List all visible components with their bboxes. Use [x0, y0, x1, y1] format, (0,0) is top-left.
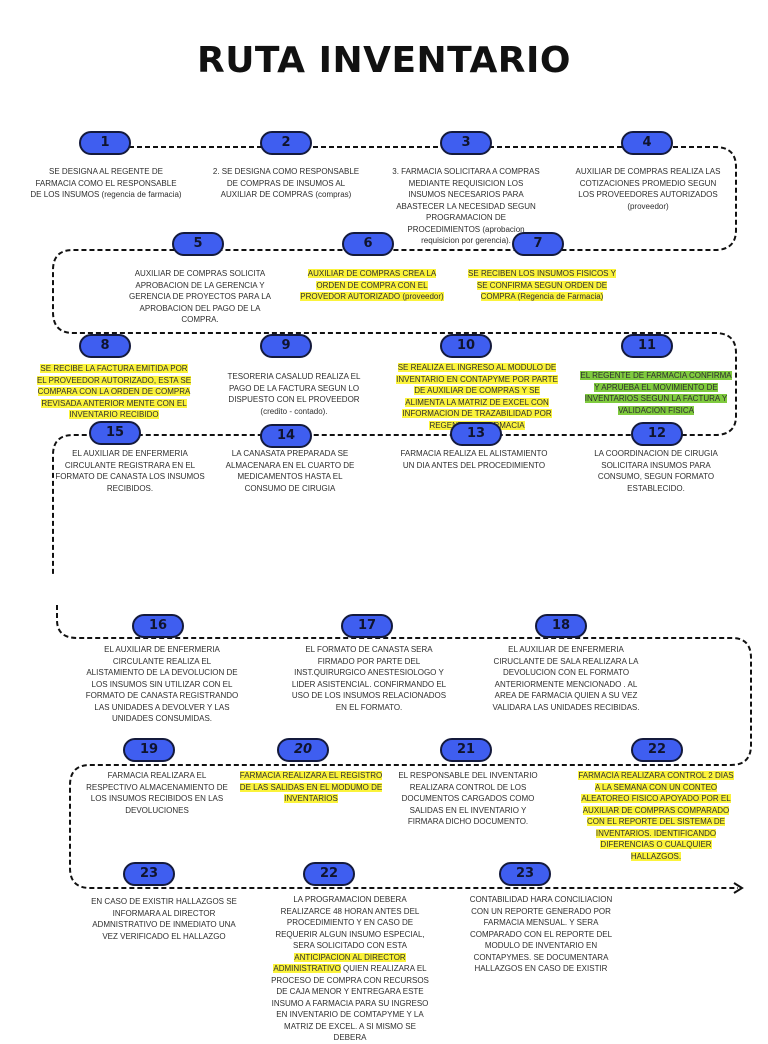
step-1-badge: 1 — [79, 131, 131, 155]
step-9-badge: 9 — [260, 334, 312, 358]
description-text: EN CASO DE EXISTIR HALLAZGOS SE INFORMAR… — [91, 897, 237, 941]
description-text: EL RESPONSABLE DEL INVENTARIO REALIZARA … — [398, 771, 538, 826]
step-18-badge: 18 — [535, 614, 587, 638]
step-23b-description: CONTABILIDAD HARA CONCILIACION CON UN RE… — [460, 894, 622, 975]
description-text: CONTABILIDAD HARA CONCILIACION CON UN RE… — [469, 895, 613, 973]
description-text: FARMACIA REALIZARA EL RESPECTIVO ALMACEN… — [86, 771, 228, 815]
description-text: EL FORMATO DE CANASTA SERA FIRMADO POR P… — [291, 645, 447, 712]
step-7-badge: 7 — [512, 232, 564, 256]
step-5-description: AUXILIAR DE COMPRAS SOLICITA APROBACION … — [122, 268, 278, 326]
description-text: QUIEN REALIZARA EL PROCESO DE COMPRA CON… — [271, 964, 429, 1042]
step-14-description: LA CANASATA PREPARADA SE ALMACENARA EN E… — [222, 448, 358, 494]
step-9-description: TESORERIA CASALUD REALIZA EL PAGO DE LA … — [218, 371, 370, 417]
step-21-description: EL RESPONSABLE DEL INVENTARIO REALIZARA … — [396, 770, 540, 828]
description-text: FARMACIA REALIZA EL ALISTAMIENTO UN DIA … — [400, 449, 548, 470]
step-6-badge: 6 — [342, 232, 394, 256]
step-21-badge: 21 — [440, 738, 492, 762]
step-17-description: EL FORMATO DE CANASTA SERA FIRMADO POR P… — [288, 644, 450, 713]
description-text: LA COORDINACION DE CIRUGIA SOLICITARA IN… — [594, 449, 718, 493]
step-2-badge: 2 — [260, 131, 312, 155]
step-22-badge: 22 — [631, 738, 683, 762]
description-text: SE RECIBE LA FACTURA EMITIDA POR EL PROV… — [36, 364, 192, 419]
description-text: AUXILIAR DE COMPRAS REALIZA LAS COTIZACI… — [575, 167, 721, 211]
step-3-description: 3. FARMACIA SOLICITARA A COMPRAS MEDIANT… — [392, 166, 540, 247]
step-8-description: SE RECIBE LA FACTURA EMITIDA POR EL PROV… — [36, 363, 192, 421]
step-22-description: FARMACIA REALIZARA CONTROL 2 DIAS A LA S… — [578, 770, 734, 862]
step-7-description: SE RECIBEN LOS INSUMOS FISICOS Y SE CONF… — [466, 268, 618, 303]
step-19-badge: 19 — [123, 738, 175, 762]
description-text: 2. SE DESIGNA COMO RESPONSABLE DE COMPRA… — [212, 167, 360, 199]
step-13-description: FARMACIA REALIZA EL ALISTAMIENTO UN DIA … — [396, 448, 552, 471]
step-23-badge: 23 — [123, 862, 175, 886]
step-12-description: LA COORDINACION DE CIRUGIA SOLICITARA IN… — [580, 448, 732, 494]
step-15-badge: 15 — [89, 421, 141, 445]
step-20-badge: 20 — [277, 738, 329, 762]
description-text: EL REGENTE DE FARMACIA CONFIRMA Y APRUEB… — [580, 371, 732, 415]
step-5-badge: 5 — [172, 232, 224, 256]
step-10-description: SE REALIZA EL INGRESO AL MODULO DE INVEN… — [396, 362, 558, 431]
description-text: SE REALIZA EL INGRESO AL MODULO DE INVEN… — [396, 363, 558, 430]
step-23b-badge: 23 — [499, 862, 551, 886]
step-3-badge: 3 — [440, 131, 492, 155]
description-text: FARMACIA REALIZARA EL REGISTRO DE LAS SA… — [239, 771, 383, 803]
step-15-description: EL AUXILIAR DE ENFERMERIA CIRCULANTE REG… — [50, 448, 210, 494]
step-13-badge: 13 — [450, 422, 502, 446]
description-text: TESORERIA CASALUD REALIZA EL PAGO DE LA … — [227, 372, 361, 416]
step-6-description: AUXILIAR DE COMPRAS CREA LA ORDEN DE COM… — [296, 268, 448, 303]
description-text: SE DESIGNA AL REGENTE DE FARMACIA COMO E… — [30, 167, 182, 199]
description-text: AUXILIAR DE COMPRAS SOLICITA APROBACION … — [129, 269, 271, 324]
step-1-description: SE DESIGNA AL REGENTE DE FARMACIA COMO E… — [30, 166, 182, 201]
description-text: EL AUXILIAR DE ENFERMERIA CIRCULANTE REG… — [55, 449, 205, 493]
step-16-badge: 16 — [132, 614, 184, 638]
description-text: SE RECIBEN LOS INSUMOS FISICOS Y SE CONF… — [468, 269, 616, 301]
step-20-description: FARMACIA REALIZARA EL REGISTRO DE LAS SA… — [238, 770, 384, 805]
step-10-badge: 10 — [440, 334, 492, 358]
step-4-description: AUXILIAR DE COMPRAS REALIZA LAS COTIZACI… — [572, 166, 724, 212]
step-19-description: FARMACIA REALIZARA EL RESPECTIVO ALMACEN… — [84, 770, 230, 816]
step-12-badge: 12 — [631, 422, 683, 446]
step-14-badge: 14 — [260, 424, 312, 448]
step-23-description: EN CASO DE EXISTIR HALLAZGOS SE INFORMAR… — [84, 896, 244, 942]
description-text: FARMACIA REALIZARA CONTROL 2 DIAS A LA S… — [578, 771, 734, 861]
step-8-badge: 8 — [79, 334, 131, 358]
step-18-description: EL AUXILIAR DE ENFERMERIA CIRUCLANTE DE … — [484, 644, 648, 713]
step-4-badge: 4 — [621, 131, 673, 155]
page-title: RUTA INVENTARIO — [196, 40, 572, 81]
step-11-description: EL REGENTE DE FARMACIA CONFIRMA Y APRUEB… — [578, 370, 734, 416]
description-text: EL AUXILIAR DE ENFERMERIA CIRUCLANTE DE … — [492, 645, 640, 712]
description-text: 3. FARMACIA SOLICITARA A COMPRAS MEDIANT… — [392, 167, 540, 245]
description-text: AUXILIAR DE COMPRAS CREA LA ORDEN DE COM… — [300, 269, 444, 301]
step-11-badge: 11 — [621, 334, 673, 358]
description-text: LA CANASATA PREPARADA SE ALMACENARA EN E… — [225, 449, 355, 493]
step-22b-description: LA PROGRAMACION DEBERA REALIZARCE 48 HOR… — [270, 894, 430, 1044]
step-16-description: EL AUXILIAR DE ENFERMERIA CIRCULANTE REA… — [84, 644, 240, 725]
description-text: EL AUXILIAR DE ENFERMERIA CIRCULANTE REA… — [85, 645, 239, 723]
step-17-badge: 17 — [341, 614, 393, 638]
description-text: LA PROGRAMACION DEBERA REALIZARCE 48 HOR… — [275, 895, 425, 950]
step-22b-badge: 22 — [303, 862, 355, 886]
step-2-description: 2. SE DESIGNA COMO RESPONSABLE DE COMPRA… — [210, 166, 362, 201]
